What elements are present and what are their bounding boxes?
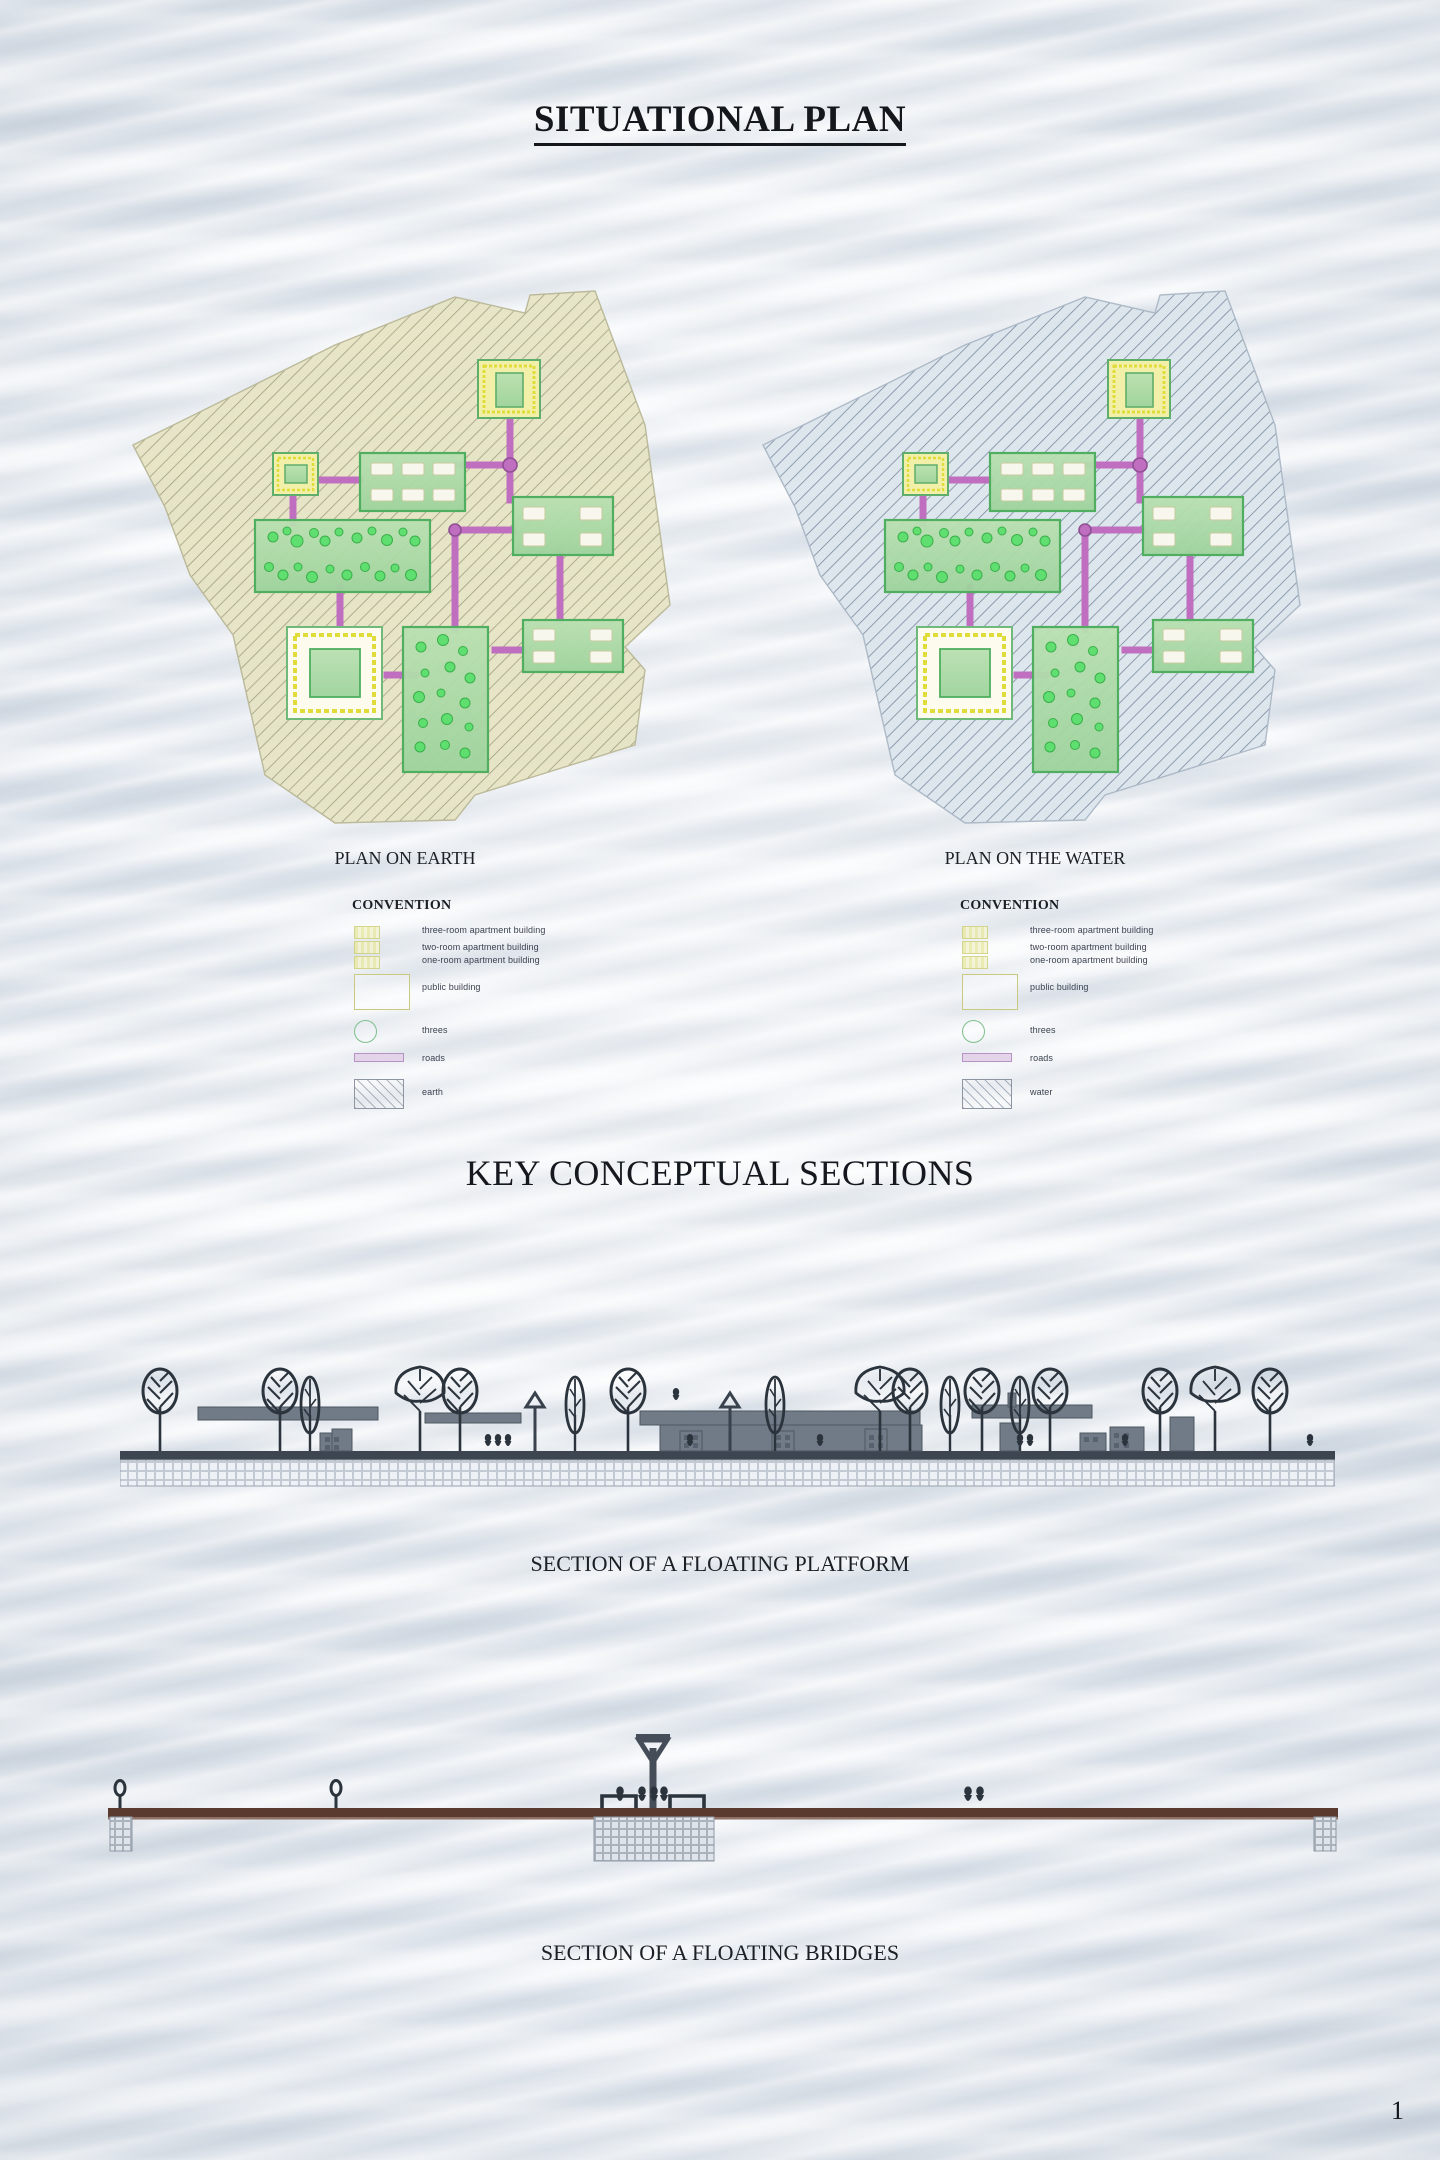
legend-label-two-room: two-room apartment building (1030, 942, 1147, 952)
tree-circle-swatch (354, 1020, 377, 1043)
public-building-swatch (354, 974, 410, 1010)
board-title-text: SITUATIONAL PLAN (533, 98, 907, 146)
legend-label-public: public building (422, 982, 481, 992)
bridge-deck (108, 1808, 1338, 1817)
plan-water (755, 275, 1315, 835)
legend-label-roads: roads (1030, 1053, 1054, 1063)
legend-label-roads: roads (422, 1053, 446, 1063)
platform-pontoon (119, 1459, 1336, 1487)
water-hatch-swatch (962, 1079, 1012, 1109)
floating-bridges-svg (108, 1734, 1338, 1862)
apartment-building-c (521, 618, 625, 674)
legend-label-ground: water (1030, 1087, 1053, 1097)
floating-platform-svg (119, 1365, 1336, 1487)
legend-label-trees: threes (1030, 1025, 1056, 1035)
tree-zone-tall (1031, 625, 1120, 774)
public-building-courtyard (286, 626, 383, 720)
board-title: SITUATIONAL PLAN (0, 98, 1440, 146)
tree-circle-swatch (962, 1020, 985, 1043)
road-junction (502, 457, 518, 473)
public-building-top (477, 359, 541, 419)
apartment-building-b (511, 495, 615, 557)
apartment-swatch (354, 926, 380, 939)
public-building-top (1107, 359, 1171, 419)
road-junction (448, 523, 462, 537)
bridge-pier-left (109, 1816, 133, 1852)
plan-earth (125, 275, 685, 835)
tree-zone-wide (883, 518, 1062, 594)
apartment-swatch (354, 956, 380, 969)
bridge-bollards (113, 1779, 343, 1810)
plan-earth-caption: PLAN ON EARTH (334, 848, 476, 868)
bridge-pier-right (1313, 1816, 1337, 1852)
public-building-left (272, 452, 319, 496)
floating-platform-drawing (119, 1355, 1336, 1500)
legend-label-three-room: three-room apartment building (1030, 925, 1154, 935)
floating-bridges-caption: SECTION OF A FLOATING BRIDGES (540, 1940, 900, 1965)
building-silhouettes (197, 1392, 1195, 1452)
apartment-building-b (1141, 495, 1245, 557)
plan-water-drawing (762, 290, 1301, 824)
legend-label-ground: earth (422, 1087, 444, 1097)
legend-label-three-room: three-room apartment building (422, 925, 546, 935)
legend-water: CONVENTION three-room apartment building… (960, 898, 1230, 1109)
sections-heading: KEY CONCEPTUAL SECTIONS (465, 1153, 975, 1193)
apartment-swatch (962, 926, 988, 939)
bridge-people-center (616, 1786, 668, 1801)
floating-bridges-drawing (108, 1710, 1338, 1875)
apartment-swatch (354, 941, 380, 954)
legend-label-two-room: two-room apartment building (422, 942, 539, 952)
tree-zone-tall (401, 625, 490, 774)
plan-water-caption: PLAN ON THE WATER (944, 848, 1126, 868)
apartment-building-a (988, 451, 1097, 513)
public-building-swatch (962, 974, 1018, 1010)
road-bar-swatch (962, 1053, 1012, 1062)
bridge-people-right (964, 1786, 984, 1801)
bridge-central-pontoon (593, 1816, 715, 1862)
legend-earth-title: CONVENTION (352, 898, 452, 913)
road-bar-swatch (354, 1053, 404, 1062)
public-building-courtyard (916, 626, 1013, 720)
apartment-swatch (962, 956, 988, 969)
earth-hatch-swatch (354, 1079, 404, 1109)
road-junction (1132, 457, 1148, 473)
building-windows (325, 1433, 1129, 1450)
road-junction (1078, 523, 1092, 537)
legend-label-public: public building (1030, 982, 1089, 992)
apartment-building-a (358, 451, 467, 513)
plan-earth-drawing (132, 290, 671, 824)
legend-earth: CONVENTION three-room apartment building… (352, 898, 622, 1109)
bridge-deck-shadow (108, 1817, 1338, 1820)
floating-platform-caption: SECTION OF A FLOATING PLATFORM (530, 1551, 910, 1576)
apartment-swatch (962, 941, 988, 954)
legend-label-one-room: one-room apartment building (422, 955, 540, 965)
legend-water-title: CONVENTION (960, 898, 1060, 913)
public-building-left (902, 452, 949, 496)
apartment-building-c (1151, 618, 1255, 674)
platform-deck (120, 1451, 1335, 1460)
legend-label-trees: threes (422, 1025, 448, 1035)
page-number: 1 (1391, 2096, 1404, 2125)
tree-zone-wide (253, 518, 432, 594)
legend-label-one-room: one-room apartment building (1030, 955, 1148, 965)
road-network (919, 413, 1194, 679)
